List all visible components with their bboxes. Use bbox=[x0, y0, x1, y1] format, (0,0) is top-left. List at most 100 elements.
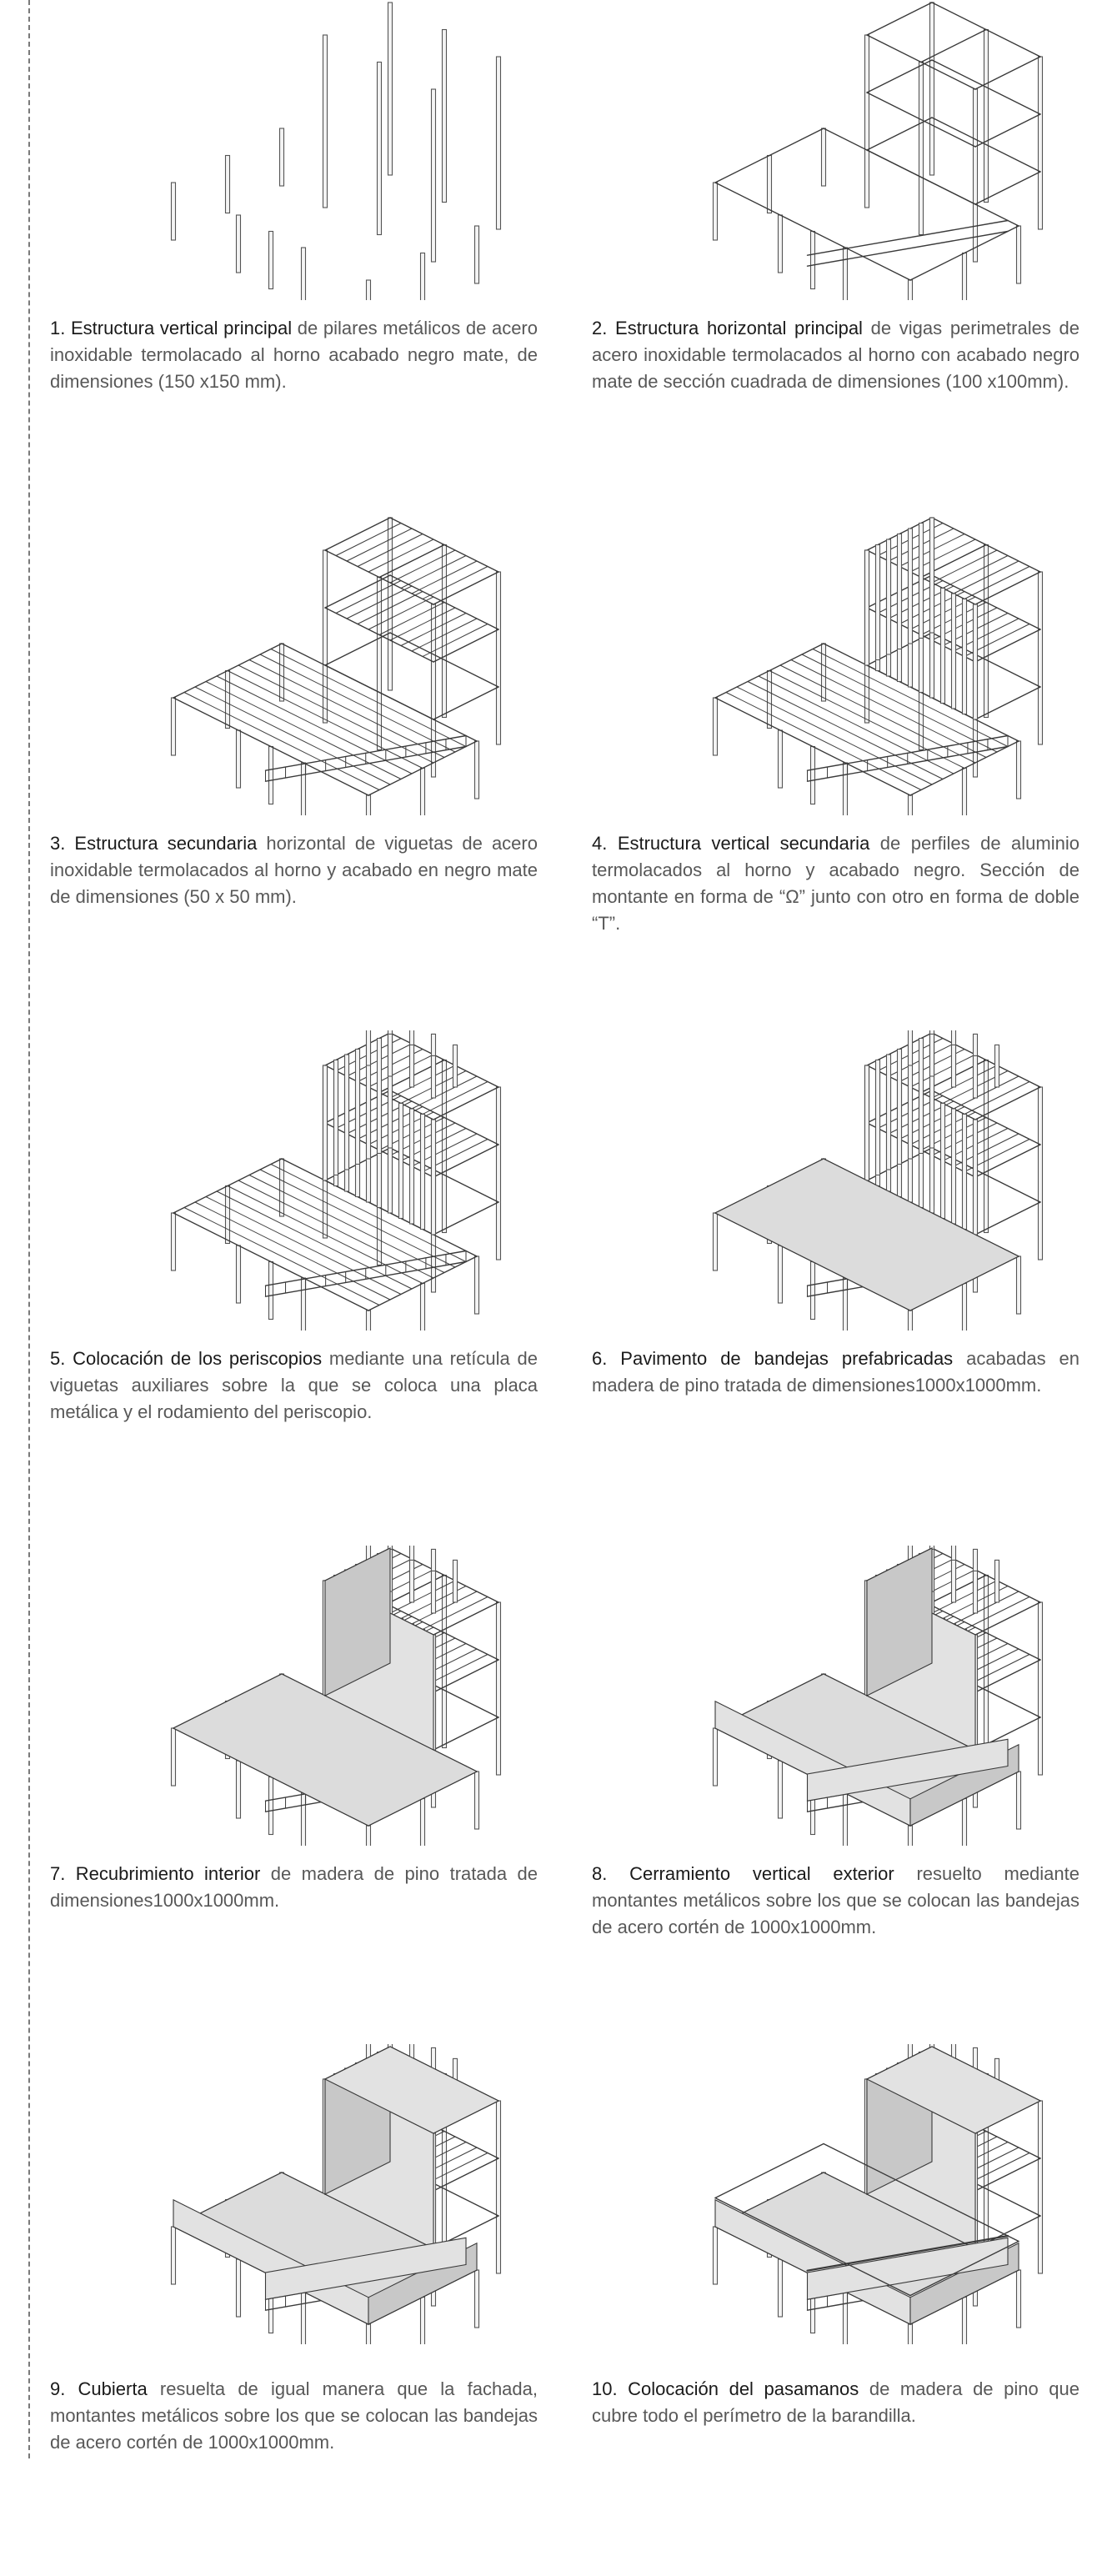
deck-column bbox=[820, 643, 827, 702]
joist bbox=[779, 664, 976, 764]
axonometric-drawing bbox=[170, 2, 502, 300]
main-column bbox=[441, 544, 448, 719]
periscope bbox=[994, 1044, 1000, 1088]
step-2: 2. Estructura horizontal principal de vi… bbox=[592, 0, 1092, 515]
deck-column bbox=[473, 2269, 480, 2328]
axonometric-drawing bbox=[712, 2044, 1044, 2344]
joist bbox=[227, 670, 423, 769]
main-column bbox=[918, 61, 924, 236]
perimeter-beam bbox=[920, 28, 987, 63]
deck-column bbox=[907, 1825, 914, 1846]
deck-column bbox=[777, 729, 784, 789]
joist bbox=[964, 1596, 1030, 1630]
deck-column bbox=[809, 230, 816, 290]
mullion bbox=[918, 1037, 924, 1155]
axonometric-drawing bbox=[712, 517, 1044, 815]
mullion bbox=[864, 549, 870, 666]
joist bbox=[335, 580, 402, 614]
caption-text: acabadas en madera de pino tratada de di… bbox=[592, 1348, 1079, 1396]
main-column bbox=[495, 1086, 502, 1260]
step-4: 4. Estructura vertical secundaria de per… bbox=[592, 515, 1092, 1030]
handrail bbox=[714, 2197, 911, 2297]
main-column bbox=[864, 34, 870, 208]
periscope bbox=[972, 1570, 979, 1614]
deck-beam bbox=[714, 128, 824, 183]
main-column bbox=[495, 571, 502, 745]
mullion bbox=[961, 1113, 968, 1230]
deck-column bbox=[268, 230, 274, 290]
joist bbox=[931, 1580, 998, 1614]
mullion bbox=[864, 1065, 870, 1181]
joist bbox=[248, 659, 445, 758]
deck-column bbox=[419, 2296, 426, 2344]
joist bbox=[346, 585, 413, 619]
deck-column bbox=[300, 1277, 307, 1331]
deck-column bbox=[961, 1282, 968, 1331]
periscope bbox=[408, 1044, 415, 1088]
deck-column bbox=[300, 1792, 307, 1846]
deck-column bbox=[365, 1310, 372, 1331]
perimeter-beam bbox=[433, 2158, 499, 2192]
joist bbox=[758, 675, 954, 774]
mullion bbox=[907, 528, 914, 644]
mullion bbox=[419, 1113, 426, 1230]
main-column bbox=[983, 1574, 989, 1749]
joist bbox=[205, 1196, 402, 1295]
perimeter-beam bbox=[433, 1716, 499, 1751]
mullion bbox=[950, 1108, 957, 1225]
joist bbox=[812, 649, 1009, 747]
deck-column bbox=[777, 1760, 784, 1819]
mullion bbox=[333, 1059, 339, 1176]
caption-title: 1. Estructura vertical principal bbox=[50, 318, 293, 338]
deck-column bbox=[300, 762, 307, 815]
deck-column bbox=[1015, 1771, 1022, 1830]
joist bbox=[259, 654, 456, 753]
caption-step-3: 3. Estructura secundaria horizontal de v… bbox=[50, 830, 538, 910]
ramp-panels bbox=[264, 2237, 467, 2300]
step-1: 1. Estructura vertical principal de pila… bbox=[50, 0, 550, 515]
ramp-panels bbox=[806, 1738, 1009, 1802]
deck-beam bbox=[173, 697, 369, 796]
deck-column bbox=[907, 794, 914, 815]
joist bbox=[801, 654, 998, 753]
step-3: 3. Estructura secundaria horizontal de v… bbox=[50, 515, 550, 1030]
handrail bbox=[909, 2240, 1019, 2297]
axonometric-drawing bbox=[170, 1030, 502, 1331]
deck-column bbox=[712, 1727, 719, 1787]
axonometric-drawing bbox=[712, 1030, 1044, 1331]
caption-text: de madera de pino que cubre todo el perí… bbox=[592, 2378, 1079, 2426]
main-column bbox=[972, 88, 979, 263]
perimeter-beam bbox=[974, 629, 1041, 663]
joist bbox=[942, 555, 1009, 589]
corten-panels bbox=[866, 1547, 933, 1696]
main-column bbox=[495, 2100, 502, 2274]
joist bbox=[346, 528, 413, 562]
periscope bbox=[994, 1559, 1000, 1603]
perimeter-beam bbox=[974, 1201, 1041, 1235]
deck-column bbox=[907, 1310, 914, 1331]
axonometric-drawing bbox=[170, 1546, 502, 1846]
joist bbox=[368, 539, 434, 573]
joist bbox=[183, 692, 380, 790]
mullion bbox=[398, 1102, 404, 1220]
diagram-step-8 bbox=[592, 1546, 1092, 1846]
mullion bbox=[430, 1119, 437, 1235]
deck-column bbox=[1015, 1255, 1022, 1315]
joist bbox=[422, 1081, 488, 1115]
handrail bbox=[806, 2234, 1009, 2272]
mullion bbox=[939, 587, 946, 704]
caption-step-9: 9. Cubierta resuelta de igual manera que… bbox=[50, 2376, 538, 2456]
deck-column bbox=[268, 1260, 274, 1321]
joist bbox=[747, 681, 944, 779]
joist bbox=[259, 1169, 456, 1268]
deck-column bbox=[268, 1776, 274, 1836]
deck-column bbox=[170, 1212, 177, 1271]
caption-step-5: 5. Colocación de los periscopios mediant… bbox=[50, 1346, 538, 1426]
perimeter-beam bbox=[433, 1086, 499, 1120]
joist bbox=[964, 1081, 1030, 1115]
joist bbox=[411, 560, 478, 594]
step-7: 7. Recubrimiento interior de madera de p… bbox=[50, 1546, 550, 2061]
deck-column bbox=[961, 767, 968, 815]
perimeter-beam bbox=[974, 1601, 1041, 1636]
roof-panels bbox=[323, 2046, 500, 2134]
